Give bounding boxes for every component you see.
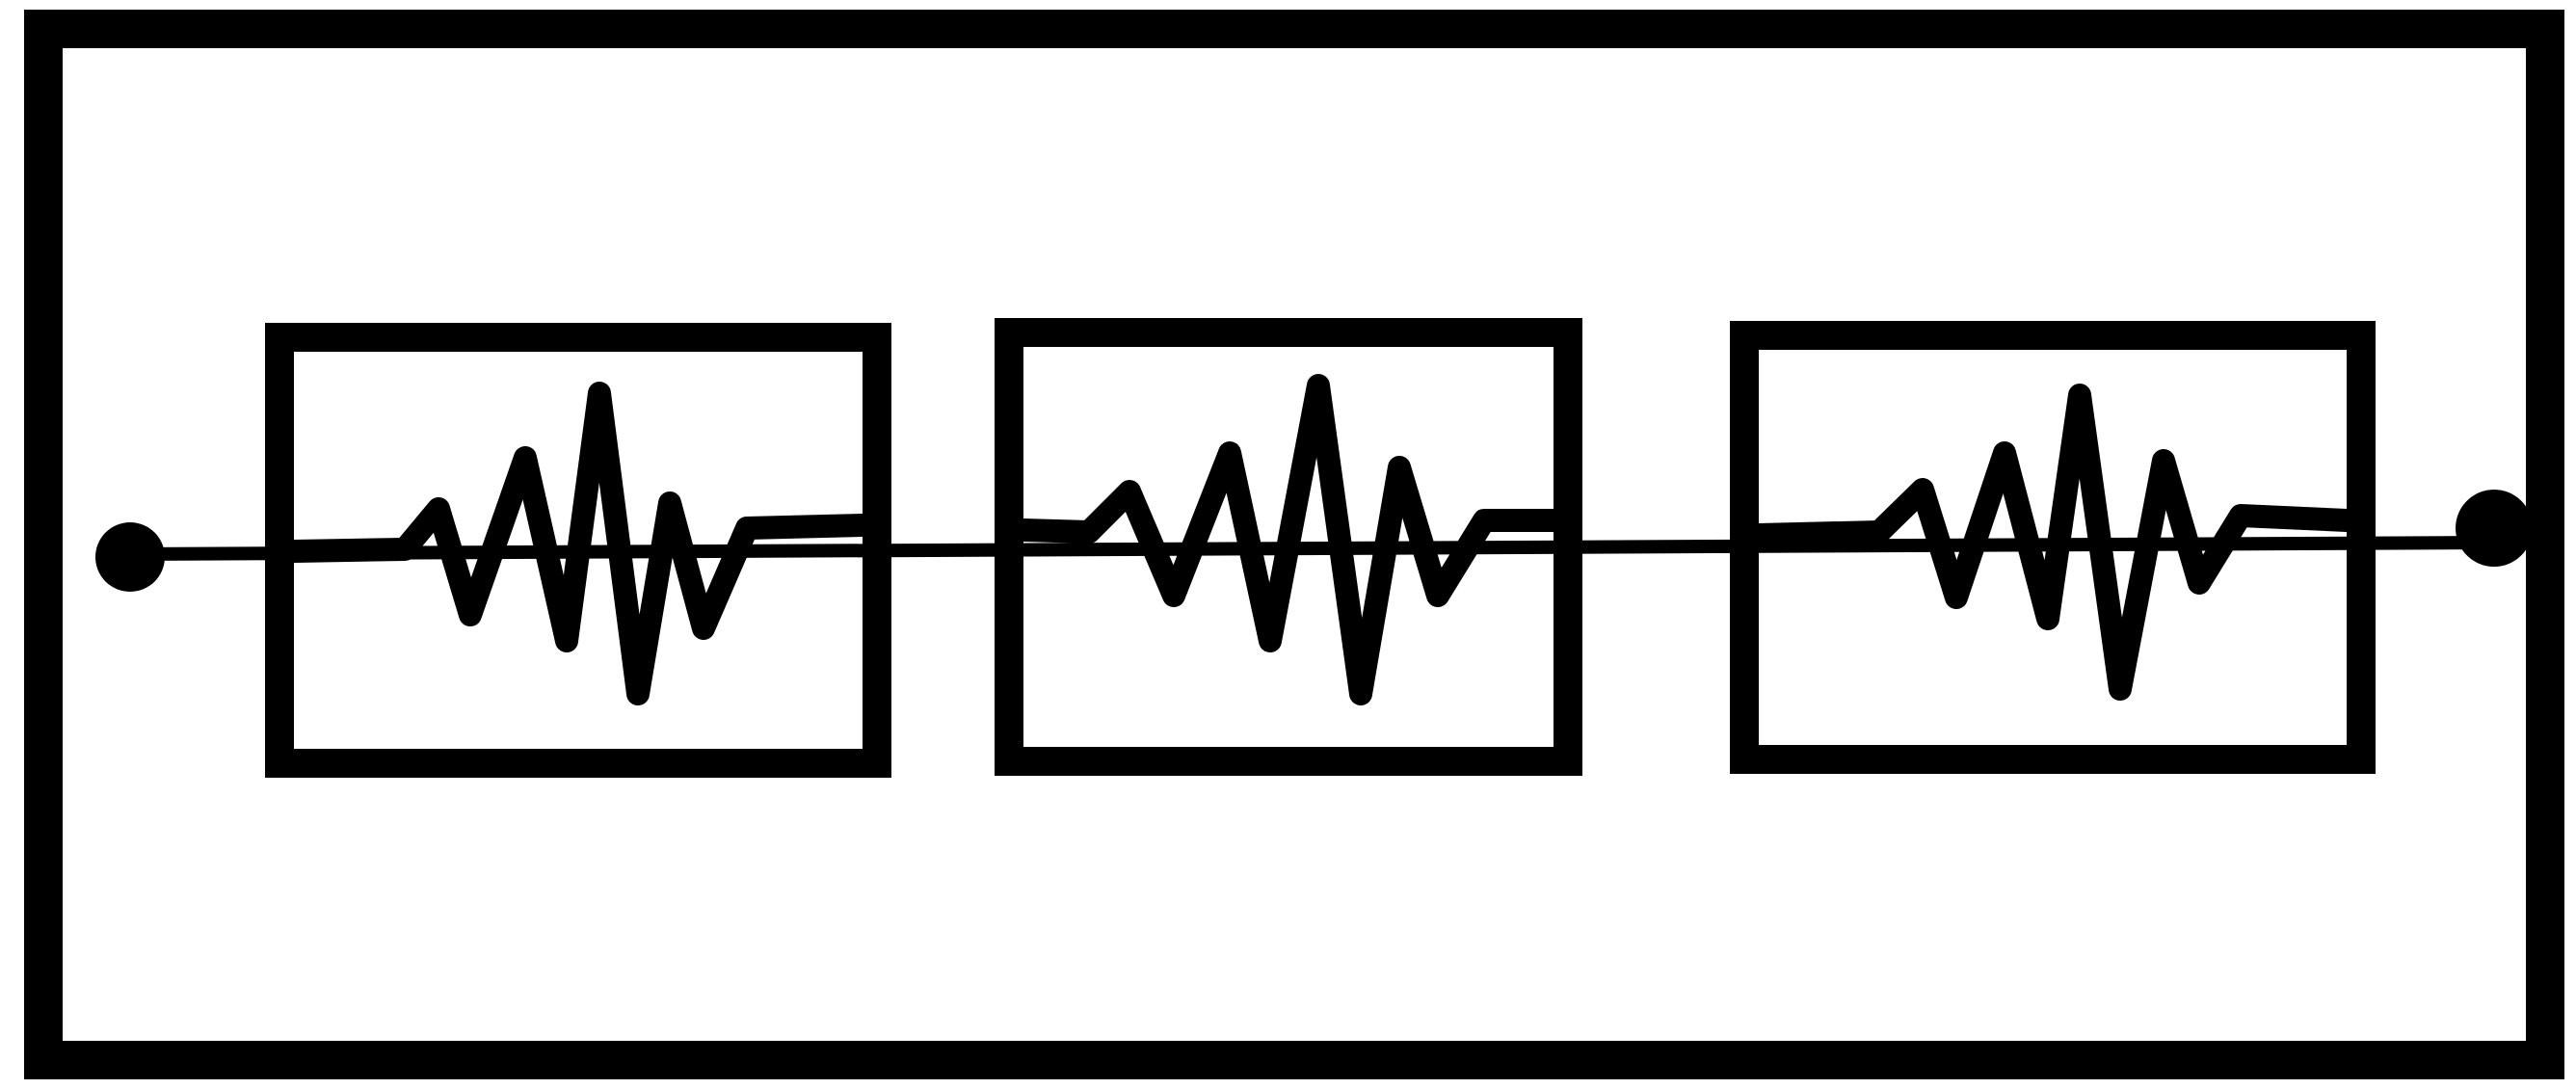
waveform-icon [1747,384,2358,701]
output-terminal [2456,490,2533,567]
waveform-icon [282,382,874,705]
block-frame [265,323,891,778]
waveform-icon [1012,374,1565,705]
filter-block-3 [1730,321,2376,774]
block-frame [1730,321,2376,774]
filter-block-1 [265,323,891,778]
filter-block-2 [995,318,1582,776]
outer-frame [24,10,2564,1079]
input-terminal [95,522,165,592]
block-frame [995,318,1582,776]
